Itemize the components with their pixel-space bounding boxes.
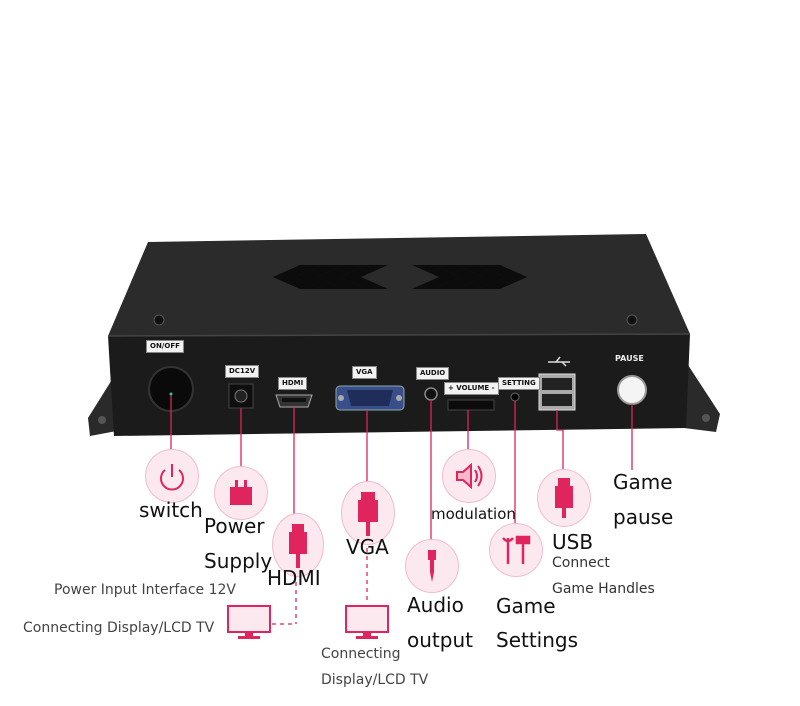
label-pause: PAUSE: [615, 354, 644, 363]
label-hdmi: HDMI: [278, 377, 308, 390]
vga-plug-icon: [341, 481, 395, 545]
label-game-settings-2: Settings: [496, 628, 579, 652]
label-pause-2: pause: [613, 505, 674, 529]
label-pause-1: Game: [613, 470, 673, 494]
label-usb-desc-1: Connect: [552, 555, 610, 571]
label-setting: SETTING: [498, 377, 540, 390]
label-hdmi-desc: HDMI: [267, 566, 321, 590]
label-vga-desc: VGA: [346, 535, 389, 559]
label-audio-1: Audio: [407, 593, 464, 617]
label-power-2: Supply: [204, 549, 273, 573]
monitor-icon: [226, 604, 272, 642]
plug-icon: [214, 466, 268, 520]
label-audio-2: output: [407, 628, 473, 652]
label-on-off: ON/OFF: [146, 340, 184, 353]
label-power-1: Power: [204, 514, 265, 538]
label-usb-desc-2: Game Handles: [552, 581, 655, 597]
label-audio: AUDIO: [416, 367, 450, 380]
label-usb: USB: [552, 530, 594, 554]
label-display-left: Connecting Display/LCD TV: [23, 620, 215, 636]
hdmi-plug-icon: [272, 513, 324, 577]
label-modulation: modulation: [431, 505, 516, 523]
monitor-icon: [344, 604, 390, 642]
label-power-input: Power Input Interface 12V: [54, 582, 236, 598]
label-game-settings-1: Game: [496, 594, 556, 618]
usb-plug-icon: [537, 469, 591, 527]
power-icon: [145, 449, 199, 503]
label-display-mid-1: Connecting: [321, 646, 401, 662]
label-dc12v: DC12V: [225, 365, 260, 378]
audio-jack-icon: [405, 539, 459, 593]
label-vga: VGA: [352, 366, 377, 379]
label-switch: switch: [139, 498, 203, 522]
tools-icon: [489, 523, 543, 577]
speaker-icon: [442, 449, 496, 503]
label-display-mid-2: Display/LCD TV: [321, 672, 429, 688]
